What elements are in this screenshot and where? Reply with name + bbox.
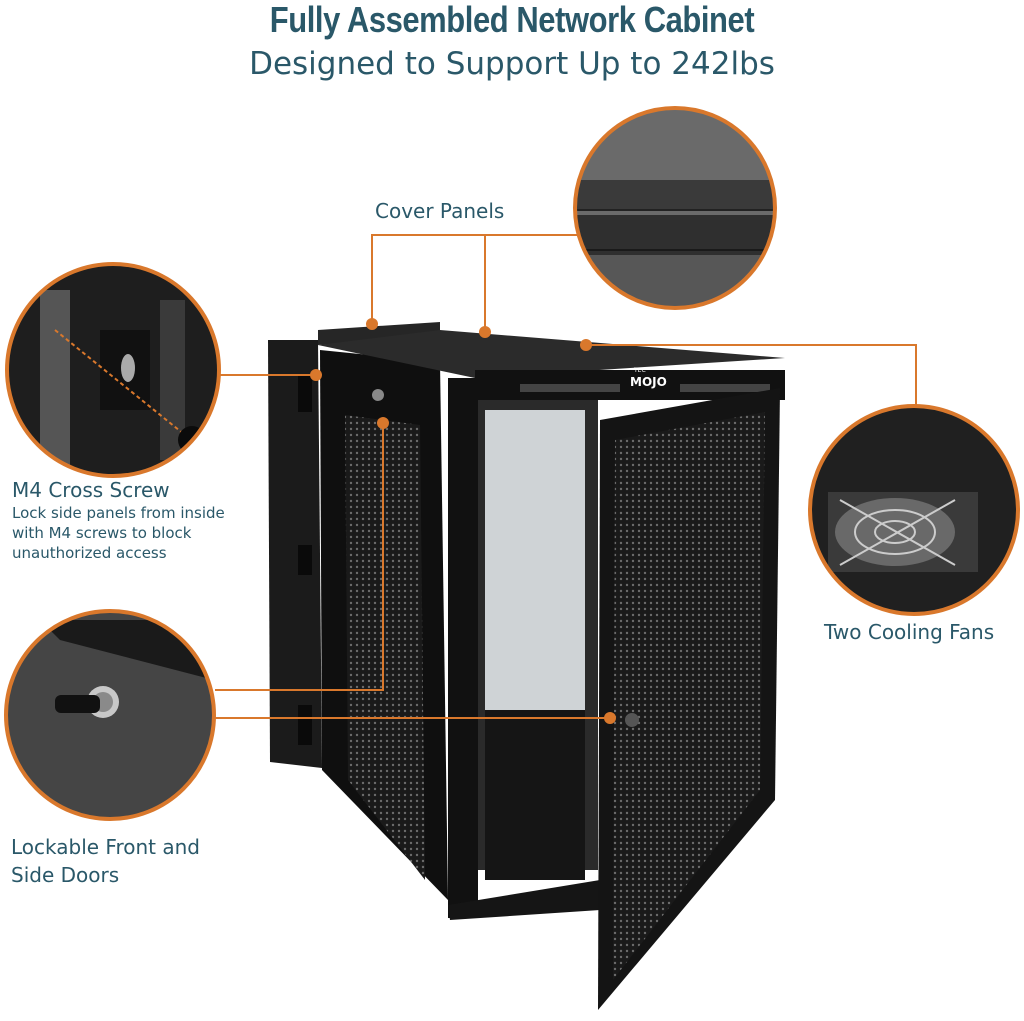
callout-m4-screw-title: M4 Cross Screw <box>12 478 170 502</box>
callout-m4-screw-desc-3: unauthorized access <box>12 544 167 562</box>
callout-lockable-doors-1: Lockable Front and <box>11 835 200 859</box>
zoom-cooling-fans <box>808 404 1020 616</box>
callout-cover-panels: Cover Panels <box>375 199 505 223</box>
cabinet-body <box>268 322 785 1010</box>
zoom-lock <box>4 609 216 821</box>
callout-dots <box>310 318 616 724</box>
page-subtitle: Designed to Support Up to 242lbs <box>249 46 775 82</box>
zoom-cover-panels <box>573 106 777 310</box>
callout-m4-screw-desc-2: with M4 screws to block <box>12 524 192 542</box>
callout-cooling-fans: Two Cooling Fans <box>824 620 995 644</box>
brand-logo-small: TEC <box>633 367 646 374</box>
callout-m4-screw-desc-1: Lock side panels from inside <box>12 504 225 522</box>
page-title: Fully Assembled Network Cabinet <box>269 0 755 40</box>
zoom-m4-screw <box>5 262 221 478</box>
brand-logo-main: MOJO <box>630 375 667 389</box>
callout-lines <box>215 234 917 719</box>
callout-lockable-doors-2: Side Doors <box>11 863 120 887</box>
